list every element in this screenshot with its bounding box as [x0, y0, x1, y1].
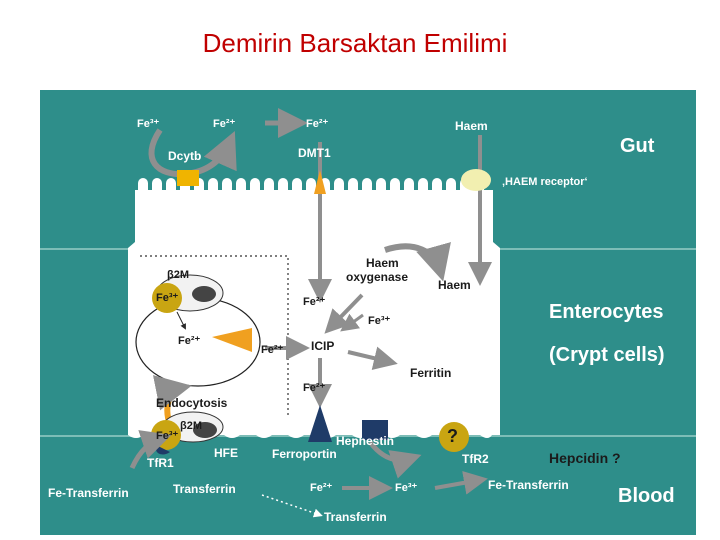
zone-label-crypt-cells: (Crypt cells) [549, 344, 665, 366]
tfr2-question-ball [439, 422, 469, 452]
fe3-bottom-label: Fe³⁺ [156, 430, 179, 442]
orange-export-channel [212, 328, 252, 352]
transferrin-label: Transferrin [173, 482, 236, 496]
fe3-to-fe2-vesicle-arrow [176, 311, 186, 330]
transferrin-uptake-arrow [129, 430, 172, 470]
fe2-icip-label: Fe²⁺ [261, 344, 284, 356]
fe2-lower-label: Fe²⁺ [303, 382, 326, 394]
enterocyte-cell [128, 190, 500, 435]
ferroportin-channel [308, 405, 332, 442]
ferritin-label: Ferritin [410, 366, 452, 380]
receptor-bottom-blob [193, 422, 217, 438]
fe2-vesicle-label: Fe²⁺ [178, 335, 201, 347]
endocytosis-label: Endocytosis [156, 396, 228, 410]
dcytb-transporter [177, 170, 199, 186]
ferroportin-label: Ferroportin [272, 447, 337, 461]
haem-to-icip-arrow [324, 293, 364, 334]
haem-receptor [461, 169, 491, 191]
zone-label-blood: Blood [618, 485, 675, 507]
blood-fe2-label: Fe²⁺ [310, 482, 333, 494]
haem-receptor-label: ‚HAEM receptor‘ [502, 176, 588, 188]
transferrin-bottom-label: Transferrin [324, 510, 387, 524]
hephestin-arrow [368, 440, 422, 479]
diagram-graphics [128, 108, 500, 518]
fe3-to-transferrin-arrow [434, 470, 488, 495]
haem-oxygenase-label-line2: oxygenase [346, 270, 409, 284]
zone-label-enterocytes: Enterocytes [549, 301, 664, 323]
gut-haem-label: Haem [455, 119, 488, 133]
fe-transferrin-right-label: Fe-Transferrin [488, 478, 569, 492]
unknown-receptor-question: ? [447, 426, 458, 446]
blood-fe3-label: Fe³⁺ [395, 482, 418, 494]
dmt1-label: DMT1 [298, 146, 331, 160]
b2m-top-label: β2M [167, 269, 189, 281]
hfe-label: HFE [214, 446, 238, 460]
tfr2-label: TfR2 [462, 452, 489, 466]
receptor-top-blob [192, 286, 216, 302]
zone-label-gut: Gut [620, 135, 655, 157]
haem-oxygenase-label-line1: Haem [366, 256, 399, 270]
fe3-enterocyte-label: Fe³⁺ [368, 315, 391, 327]
fe3-vesicle-label: Fe³⁺ [156, 292, 179, 304]
b2m-bottom-label: β2M [180, 420, 202, 432]
icip-to-ferritin-arrow [347, 346, 398, 370]
tfr1-label: TfR1 [147, 456, 174, 470]
haem-oxygenase-arrow [384, 242, 451, 282]
hepcidin-label: Hepcidin ? [549, 450, 621, 466]
fe3-vesicle-ball [152, 283, 182, 313]
fe3-to-icip-arrow [340, 313, 364, 332]
gut-fe3-label: Fe³⁺ [137, 118, 160, 130]
fe-transferrin-left-label: Fe-Transferrin [48, 486, 129, 500]
enterocyte-haem-label: Haem [438, 278, 471, 292]
slide-title: Demirin Barsaktan Emilimi [202, 28, 508, 58]
dcytb-label: Dcytb [168, 149, 202, 163]
gut-fe2-dmt1-label: Fe²⁺ [306, 118, 329, 130]
icip-label: ICIP [311, 339, 335, 353]
hephestin-label: Hephestin [336, 434, 395, 448]
transferrin-dotted-arrow [261, 494, 323, 518]
dmt1-transporter [314, 170, 326, 194]
hephestin-block [362, 420, 388, 440]
iron-absorption-diagram: Gut Enterocytes (Crypt cells) Blood Fe³⁺… [40, 90, 696, 535]
fe2-top-label: Fe²⁺ [303, 296, 326, 308]
gut-fe2-label: Fe²⁺ [213, 118, 236, 130]
